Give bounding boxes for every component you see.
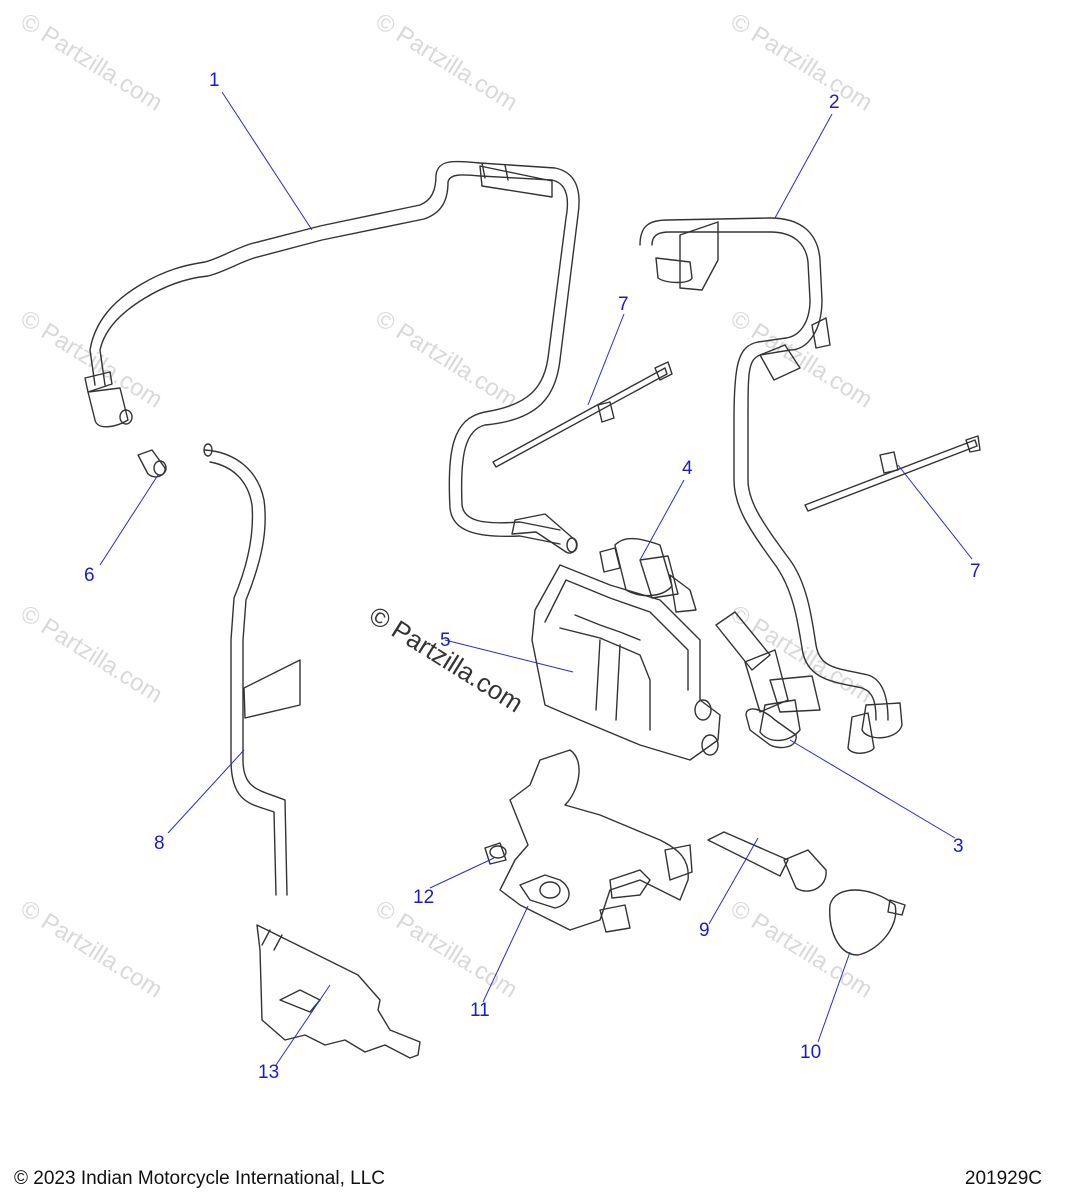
leader-line-10	[817, 951, 851, 1043]
leader-line-6	[99, 474, 159, 566]
leader-line-7-lower	[897, 464, 973, 560]
part-10-clamp	[829, 889, 906, 956]
callout-1: 1	[209, 70, 220, 91]
part-6-fitting	[137, 449, 167, 478]
part-7-cable-tie-lower	[804, 435, 981, 512]
leader-line-3	[789, 739, 956, 839]
leader-line-4	[639, 479, 685, 561]
part-5-canister	[531, 564, 721, 761]
callout-11: 11	[470, 1000, 490, 1021]
callout-9: 9	[699, 920, 710, 941]
part-8-vent-tube	[203, 443, 301, 896]
callout-8: 8	[154, 833, 165, 854]
leader-line-12	[429, 857, 495, 889]
callout-7-lower: 7	[970, 561, 981, 582]
callout-6: 6	[84, 565, 95, 586]
part-12-bolt	[484, 842, 507, 865]
callout-10: 10	[800, 1042, 822, 1063]
callout-2: 2	[829, 92, 840, 113]
callout-7-upper: 7	[618, 294, 629, 315]
part-code: 201929C	[964, 1168, 1042, 1189]
leader-line-9	[708, 837, 759, 925]
callout-3: 3	[953, 836, 964, 857]
leader-lines	[99, 91, 973, 1066]
part-2-vent-hose	[639, 217, 903, 754]
part-7-cable-tie-upper	[492, 361, 673, 468]
copyright-text: © 2023 Indian Motorcycle International, …	[14, 1168, 385, 1189]
part-4-purge-valve	[599, 537, 697, 613]
leader-line-8	[167, 749, 245, 834]
callout-12: 12	[413, 887, 435, 908]
leader-line-2	[774, 113, 833, 219]
leader-line-1	[221, 91, 313, 231]
callout-5: 5	[440, 630, 451, 651]
callout-4: 4	[682, 458, 693, 479]
part-11-bracket	[499, 749, 693, 933]
callout-13: 13	[258, 1062, 280, 1083]
leader-line-13	[275, 984, 331, 1066]
leader-line-7-upper	[587, 313, 625, 406]
part-1-vent-hose	[84, 160, 580, 554]
part-9-hose	[707, 831, 827, 892]
leader-line-5	[444, 639, 574, 673]
part-13-plate	[256, 924, 421, 1059]
part-3-hose-elbow	[715, 611, 821, 749]
leader-line-11	[482, 905, 529, 1003]
